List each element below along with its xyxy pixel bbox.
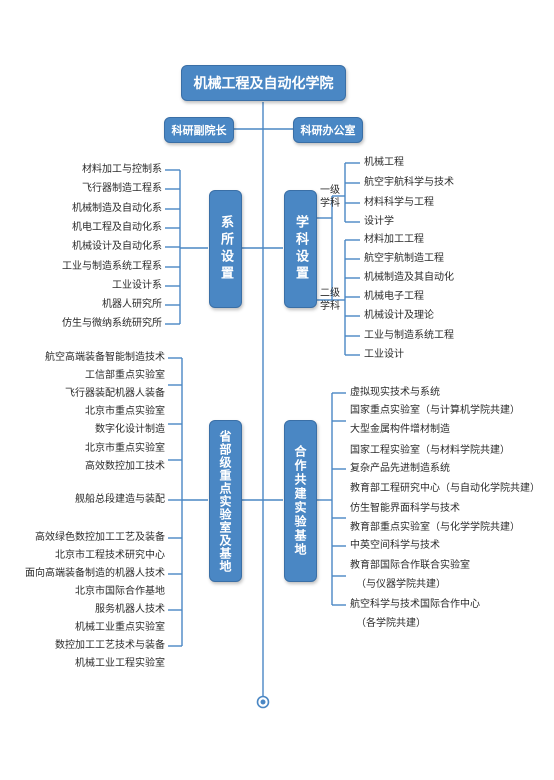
vice-dean-box: 科研副院长 bbox=[164, 117, 234, 143]
level2-label-line1: 二级 bbox=[320, 288, 340, 299]
department-item: 机械制造及自动化系 bbox=[72, 203, 162, 214]
cooperative-base-item: 国家工程实验室（与材料学院共建） bbox=[350, 445, 510, 456]
provincial-lab-item: 服务机器人技术 bbox=[95, 604, 165, 615]
college-title: 机械工程及自动化学院 bbox=[181, 65, 346, 101]
cooperative-base-item: 中英空间科学与技术 bbox=[350, 540, 440, 551]
provincial-lab-item: 北京市国际合作基地 bbox=[75, 586, 165, 597]
cooperative-base-item: 教育部国际合作联合实验室 bbox=[350, 560, 470, 571]
cooperative-base-item: 教育部重点实验室（与化学学院共建） bbox=[350, 522, 520, 533]
department-item: 机电工程及自动化系 bbox=[72, 222, 162, 233]
level1-label-line2: 学科 bbox=[320, 198, 340, 209]
provincial-lab-item: 飞行器装配机器人装备 bbox=[65, 388, 165, 399]
provincial-lab-item: 舰船总段建造与装配 bbox=[75, 494, 165, 505]
provincial-lab-item: 数控加工工艺技术与装备 bbox=[55, 640, 165, 651]
department-item: 工业与制造系统工程系 bbox=[62, 261, 162, 272]
level1-discipline-item: 材料科学与工程 bbox=[364, 197, 434, 208]
level2-discipline-item: 工业设计 bbox=[364, 349, 404, 360]
level1-discipline-item: 设计学 bbox=[364, 216, 394, 227]
level2-discipline-item: 工业与制造系统工程 bbox=[364, 330, 454, 341]
level2-discipline-item: 材料加工工程 bbox=[364, 234, 424, 245]
provincial-lab-item: 机械工业工程实验室 bbox=[75, 658, 165, 669]
cooperative-base-item: 教育部工程研究中心（与自动化学院共建） bbox=[350, 483, 540, 494]
level2-label-line2: 学科 bbox=[320, 301, 340, 312]
provincial-lab-box: 省部级重点实验室及基地 bbox=[209, 420, 242, 582]
research-office-box: 科研办公室 bbox=[293, 117, 363, 143]
provincial-lab-item: 高效数控加工技术 bbox=[85, 461, 165, 472]
level2-discipline-item: 航空宇航制造工程 bbox=[364, 253, 444, 264]
provincial-lab-item: 高效绿色数控加工工艺及装备 bbox=[35, 532, 165, 543]
department-box: 系所设置 bbox=[209, 190, 242, 308]
level2-discipline-item: 机械电子工程 bbox=[364, 291, 424, 302]
level1-label: 一级 学科 bbox=[316, 184, 344, 210]
cooperative-base-item: 复杂产品先进制造系统 bbox=[350, 463, 450, 474]
level1-discipline-item: 机械工程 bbox=[364, 157, 404, 168]
provincial-lab-item: 北京市重点实验室 bbox=[85, 406, 165, 417]
department-item: 机器人研究所 bbox=[102, 299, 162, 310]
cooperative-base-item: （各学院共建） bbox=[356, 618, 426, 629]
provincial-lab-item: 航空高端装备智能制造技术 bbox=[45, 352, 165, 363]
provincial-lab-item: 工信部重点实验室 bbox=[85, 370, 165, 381]
cooperative-base-item: 仿生智能界面科学与技术 bbox=[350, 503, 460, 514]
department-item: 仿生与微纳系统研究所 bbox=[62, 318, 162, 329]
cooperative-base-item: 国家重点实验室（与计算机学院共建） bbox=[350, 405, 520, 416]
department-item: 材料加工与控制系 bbox=[82, 164, 162, 175]
level2-label: 二级 学科 bbox=[316, 287, 344, 313]
cooperative-base-item: 虚拟现实技术与系统 bbox=[350, 387, 440, 398]
provincial-lab-item: 数字化设计制造 bbox=[95, 424, 165, 435]
cooperative-base-item: 航空科学与技术国际合作中心 bbox=[350, 599, 480, 610]
level2-discipline-item: 机械制造及其自动化 bbox=[364, 272, 454, 283]
provincial-lab-item: 机械工业重点实验室 bbox=[75, 622, 165, 633]
cooperative-base-item: 大型金属构件增材制造 bbox=[350, 424, 450, 435]
level1-label-line1: 一级 bbox=[320, 185, 340, 196]
department-item: 机械设计及自动化系 bbox=[72, 241, 162, 252]
level1-discipline-item: 航空宇航科学与技术 bbox=[364, 177, 454, 188]
cooperative-base-item: （与仪器学院共建） bbox=[356, 579, 446, 590]
discipline-box: 学科设置 bbox=[284, 190, 317, 308]
department-item: 工业设计系 bbox=[112, 280, 162, 291]
level2-discipline-item: 机械设计及理论 bbox=[364, 310, 434, 321]
provincial-lab-item: 面向高端装备制造的机器人技术 bbox=[25, 568, 165, 579]
provincial-lab-item: 北京市工程技术研究中心 bbox=[55, 550, 165, 561]
provincial-lab-item: 北京市重点实验室 bbox=[85, 443, 165, 454]
department-item: 飞行器制造工程系 bbox=[82, 183, 162, 194]
cooperative-base-box: 合作共建实验基地 bbox=[284, 420, 317, 582]
